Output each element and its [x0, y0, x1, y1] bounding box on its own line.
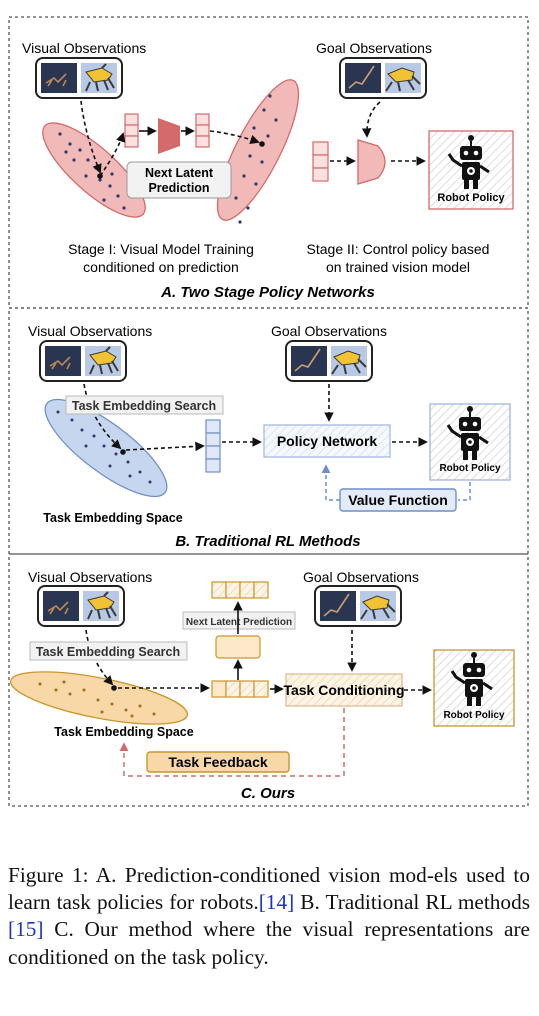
goal-observations-label: Goal Observations	[271, 323, 387, 339]
robot-policy-label: Robot Policy	[439, 463, 501, 474]
robot-policy-label: Robot Policy	[437, 192, 505, 204]
task-embedding-ellipse-c	[9, 671, 189, 725]
policy-network-box: Policy Network	[263, 424, 391, 458]
goal-observations-label: Goal Observations	[303, 569, 419, 585]
section-b-title: B. Traditional RL Methods	[175, 533, 360, 550]
figure-caption: Figure 1: A. Prediction-conditioned visi…	[8, 862, 530, 971]
section-a-title: A. Two Stage Policy Networks	[160, 284, 375, 301]
predictor-trapezoid	[158, 118, 180, 154]
task-embedding-space-label-b: Task Embedding Space	[43, 511, 182, 525]
caption-text-1: Figure 1: A. Prediction-conditioned visi…	[8, 863, 530, 915]
section-a: Visual Observations Goal Observations	[8, 16, 529, 309]
section-b-frame	[8, 307, 529, 555]
task-embedding-space-label-c: Task Embedding Space	[54, 725, 193, 739]
task-feedback-box: Task Feedback	[146, 751, 290, 773]
svg-text:Task Feedback: Task Feedback	[168, 754, 268, 770]
section-c-title: C. Ours	[241, 785, 295, 802]
svg-text:Policy Network: Policy Network	[277, 433, 378, 449]
latent-vector-2	[195, 113, 210, 148]
visual-observations-label: Visual Observations	[28, 323, 152, 339]
next-latent-prediction-box: Next Latent Prediction	[126, 161, 232, 199]
stage2-caption-line1: Stage II: Control policy based	[307, 241, 490, 257]
prediction-label: Prediction	[148, 181, 209, 195]
embedding-vector-c	[211, 680, 269, 698]
figure-diagram: Visual Observations Goal Observations	[8, 16, 529, 807]
robot-policy-box-c: Robot Policy	[433, 649, 515, 727]
next-latent-prediction-label-c: Next Latent Prediction	[182, 611, 296, 630]
visual-observations-label: Visual Observations	[22, 40, 146, 56]
section-c: Visual Observations Goal Observations Ta…	[8, 553, 529, 807]
svg-text:Task Conditioning: Task Conditioning	[283, 682, 404, 698]
robot-policy-label: Robot Policy	[443, 710, 505, 721]
stage2-latent-vector	[312, 141, 329, 182]
caption-text-3: C. Our method where the visual represent…	[8, 917, 530, 969]
value-function-loop	[458, 482, 471, 501]
next-latent-label: Next Latent	[145, 166, 214, 180]
latent-space-ellipse-right	[216, 79, 300, 224]
svg-text:Task Embedding Search: Task Embedding Search	[72, 399, 216, 413]
value-function-box: Value Function	[339, 488, 457, 512]
predictor-block-c	[215, 635, 261, 659]
stage1-caption-line1: Stage I: Visual Model Training	[68, 241, 254, 257]
latent-vector-1	[124, 113, 139, 148]
svg-text:Value Function: Value Function	[348, 492, 448, 508]
task-embedding-search-label-b: Task Embedding Search	[65, 395, 224, 415]
robot-policy-box-b: Robot Policy	[429, 403, 511, 481]
section-c-frame	[8, 553, 529, 807]
policy-head-trapezoid	[357, 139, 386, 185]
svg-text:Next Latent Prediction: Next Latent Prediction	[186, 617, 292, 628]
task-conditioning-box: Task Conditioning	[283, 673, 405, 707]
embedding-vector-b	[205, 419, 221, 473]
task-embedding-ellipse-b	[44, 398, 168, 498]
predicted-vector-c	[211, 581, 269, 599]
task-embedding-search-label-c: Task Embedding Search	[29, 641, 188, 661]
stage2-caption-line2: on trained vision model	[326, 259, 470, 275]
stage1-caption-line2: conditioned on prediction	[83, 259, 239, 275]
citation-link-14[interactable]: [14]	[258, 890, 295, 915]
section-b: Visual Observations Goal Observations Ta…	[8, 307, 529, 555]
caption-text-2: B. Traditional RL methods	[294, 890, 531, 915]
robot-policy-box-a: Robot Policy	[428, 130, 514, 210]
svg-text:Task Embedding Search: Task Embedding Search	[36, 645, 180, 659]
goal-observations-label: Goal Observations	[316, 40, 432, 56]
visual-observations-label: Visual Observations	[28, 569, 152, 585]
citation-link-15[interactable]: [15]	[8, 917, 44, 942]
